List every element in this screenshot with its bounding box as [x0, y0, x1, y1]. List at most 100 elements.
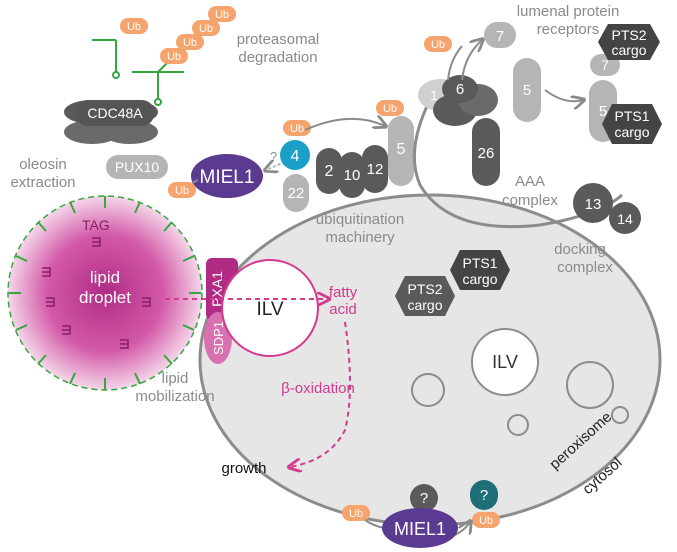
- extracted-oleosins: [92, 39, 184, 106]
- svg-text:6: 6: [456, 81, 464, 98]
- receptor-export-arrow: [461, 40, 482, 81]
- svg-text:SDP1: SDP1: [211, 321, 226, 355]
- ub-released: Ub: [424, 36, 452, 52]
- pts2-cargo-cytosol: PTS2 cargo: [598, 24, 660, 60]
- svg-text:cargo: cargo: [614, 124, 649, 140]
- svg-text:1: 1: [430, 87, 438, 103]
- ilv-vesicle-membrane: [221, 259, 319, 357]
- docking-complex-label-1: docking: [554, 241, 606, 258]
- pex6: 6: [433, 75, 498, 126]
- svg-text:14: 14: [617, 211, 633, 227]
- svg-text:?: ?: [420, 490, 428, 507]
- pux10-protein: PUX10: [106, 155, 168, 179]
- svg-text:cargo: cargo: [611, 42, 646, 58]
- lipid-mobilization-label-2: mobilization: [135, 388, 214, 405]
- svg-text:7: 7: [496, 28, 504, 45]
- pex14: 14: [609, 202, 641, 234]
- pex13: 13: [573, 183, 613, 223]
- miel1-to-ub-arrow: [191, 179, 199, 184]
- svg-text:?: ?: [480, 487, 488, 504]
- svg-text:5: 5: [397, 141, 406, 158]
- aaa-complex-label-1: AAA: [515, 173, 545, 190]
- beta-oxidation-path: [290, 321, 351, 467]
- svg-text:Ub: Ub: [199, 23, 213, 35]
- pex4-to-miel1-arrow: [266, 162, 286, 170]
- svg-text:13: 13: [585, 196, 602, 213]
- question-upper: ?: [270, 149, 277, 164]
- oleosin-extraction-label-2: extraction: [10, 174, 75, 191]
- tag-label: TAG: [82, 217, 110, 233]
- unknown-protein-grey: ?: [410, 484, 438, 512]
- svg-text:PTS2: PTS2: [611, 27, 646, 43]
- svg-text:PUX10: PUX10: [115, 159, 160, 175]
- tag-molecules: [42, 237, 151, 349]
- ubiquitination-label-1: ubiquitination: [316, 211, 404, 228]
- svg-text:PTS1: PTS1: [462, 255, 497, 271]
- ub-transfer-arrow: [304, 119, 385, 131]
- svg-text:PXA1: PXA1: [209, 271, 225, 307]
- svg-text:Ub: Ub: [183, 37, 197, 49]
- svg-text:Ub: Ub: [383, 103, 397, 115]
- pts2-cargo-lumen: PTS2 cargo: [395, 276, 455, 316]
- svg-text:12: 12: [367, 161, 384, 178]
- cdc48a-complex: CDC48A: [64, 100, 158, 144]
- beta-oxidation-label: β-oxidation: [281, 380, 355, 397]
- docking-complex-label-2: complex: [557, 259, 613, 276]
- svg-text:5: 5: [523, 82, 531, 99]
- svg-text:Ub: Ub: [167, 51, 181, 63]
- ub-ld: Ub: [168, 182, 196, 198]
- lipid-mobilization-label-1: lipid: [162, 370, 189, 387]
- ilv-label-membrane: ILV: [256, 299, 283, 320]
- aaa-complex-label-2: complex: [502, 192, 558, 209]
- pex12: 12: [362, 145, 388, 193]
- pex4: 4: [280, 140, 310, 170]
- vesicle-b: [566, 361, 614, 409]
- svg-text:22: 22: [288, 185, 305, 202]
- lipid-droplet-label-2: droplet: [79, 288, 131, 307]
- ub-lower-left: Ub: [342, 505, 370, 521]
- svg-text:Ub: Ub: [175, 185, 189, 197]
- miel1-upper: MIEL1: [191, 154, 263, 198]
- svg-text:MIEL1: MIEL1: [200, 167, 255, 188]
- oleosin-extraction-label-1: oleosin: [19, 156, 67, 173]
- pex7-released: 7: [484, 22, 516, 48]
- svg-text:Ub: Ub: [431, 39, 445, 51]
- cargo-binding-arrow: [544, 89, 583, 101]
- unknown-protein-teal: ?: [470, 480, 498, 510]
- miel1-lower: MIEL1: [382, 508, 458, 548]
- ub-chain: Ub Ub Ub Ub Ub: [120, 6, 236, 73]
- svg-text:cargo: cargo: [407, 297, 442, 313]
- fatty-acid-label-1: fatty: [329, 284, 358, 301]
- proteasomal-label-2: degradation: [238, 49, 317, 66]
- ub-release-arrow: [447, 45, 463, 81]
- svg-text:MIEL1: MIEL1: [394, 519, 446, 539]
- lumenal-receptors-label-2: receptors: [537, 21, 600, 38]
- svg-text:10: 10: [344, 167, 361, 184]
- svg-text:Ub: Ub: [479, 515, 493, 527]
- svg-text:5: 5: [599, 103, 607, 120]
- pex5-cytosol: 5: [513, 58, 541, 122]
- ub-lower-right: Ub: [472, 512, 500, 528]
- svg-text:2: 2: [325, 163, 334, 180]
- pex5-membrane: 5: [388, 116, 414, 186]
- vesicle-a: [411, 373, 445, 407]
- svg-text:Ub: Ub: [215, 9, 229, 21]
- lipid-droplet-label-1: lipid: [90, 268, 120, 287]
- ilv-label-lumen: ILV: [492, 352, 518, 372]
- fatty-acid-label-2: acid: [329, 301, 357, 318]
- svg-text:26: 26: [478, 145, 495, 162]
- ubiquitination-label-2: machinery: [325, 229, 395, 246]
- ilv-vesicle-small-1: [471, 328, 539, 396]
- svg-text:Ub: Ub: [127, 21, 141, 33]
- lumenal-receptors-label-1: lumenal protein: [517, 3, 620, 20]
- oleosin-proteins: [9, 196, 201, 390]
- pts1-cargo-lumen: PTS1 cargo: [450, 250, 510, 290]
- pex22: 22: [283, 174, 309, 212]
- miel1-lower-arrow-out: [454, 522, 470, 536]
- svg-text:4: 4: [291, 148, 300, 165]
- ub-pex4: Ub: [283, 120, 311, 136]
- ub-pex5: Ub: [376, 100, 404, 116]
- vesicle-d: [611, 406, 629, 424]
- vesicle-c: [507, 414, 529, 436]
